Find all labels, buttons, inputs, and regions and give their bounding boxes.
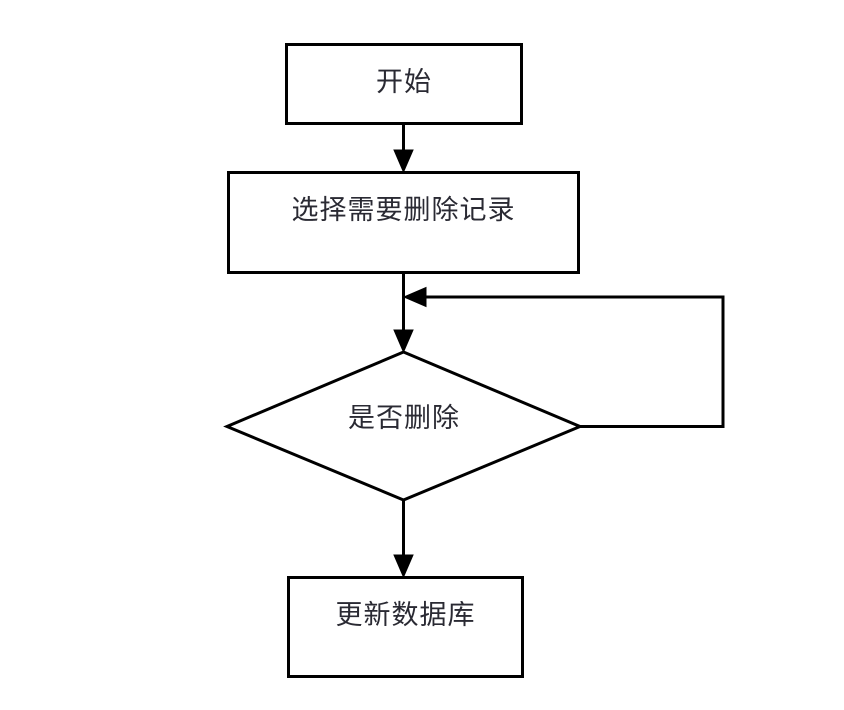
node-start-shape[interactable]: [285, 43, 523, 125]
node-confirm-delete-label: 是否删除: [348, 403, 460, 433]
edge-decision-loopback: [402, 286, 725, 428]
node-select-records-label: 选择需要删除记录: [291, 195, 516, 225]
node-update-database-shape[interactable]: [287, 576, 524, 678]
edge-decision-to-update: [393, 500, 414, 579]
node-start-label: 开始: [376, 67, 432, 97]
edge-start-to-select: [393, 124, 414, 174]
edge-select-to-decision: [393, 273, 414, 354]
node-update-database-label: 更新数据库: [335, 600, 476, 630]
node-select-records-shape[interactable]: [227, 171, 580, 274]
